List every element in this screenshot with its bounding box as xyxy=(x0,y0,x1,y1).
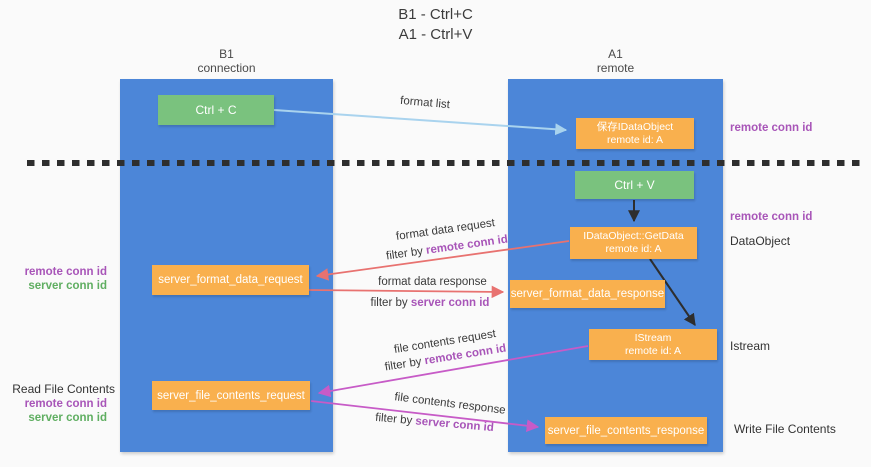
label-remote-conn-id-top-right: remote conn id xyxy=(730,122,813,134)
node-istream: IStream remote id: A xyxy=(589,329,717,360)
node-idataobject-getdata: IDataObject::GetData remote id: A xyxy=(570,227,697,259)
lane-a1-role: remote xyxy=(596,61,635,75)
filter-by-text: filter by xyxy=(374,411,416,428)
file-response-label: server_file_contents_response xyxy=(547,424,705,437)
node-save-idataobject: 保存IDataObject remote id: A xyxy=(576,118,694,149)
node-server-file-contents-request: server_file_contents_request xyxy=(152,381,310,410)
label-remote-conn-id-bottom-left: remote conn id xyxy=(24,398,107,410)
filter-by-text: filter by xyxy=(385,244,427,263)
arrow-format-data-response xyxy=(308,285,505,299)
diagram-title: B1 - Ctrl+C A1 - Ctrl+V xyxy=(0,5,871,45)
filter-by-text: filter by xyxy=(383,355,426,374)
format-response-label: server_format_data_response xyxy=(510,288,665,300)
save-idataobject-line2: remote id: A xyxy=(606,133,664,146)
node-server-format-data-request: server_format_data_request xyxy=(152,265,309,295)
flow-label-format-data-response: format data response xyxy=(378,276,487,288)
istream-line2: remote id: A xyxy=(624,344,682,357)
ctrl-v-label: Ctrl + V xyxy=(614,178,655,192)
label-server-conn-id-mid-left: server conn id xyxy=(28,280,107,292)
lane-b1-role: connection xyxy=(197,61,256,75)
lane-b1-name: B1 xyxy=(219,47,234,61)
server-conn-id-key: server conn id xyxy=(410,297,490,309)
getdata-line1: IDataObject::GetData xyxy=(583,230,684,242)
node-ctrl-v: Ctrl + V xyxy=(575,171,694,199)
label-istream: Istream xyxy=(730,339,771,353)
label-server-conn-id-bottom-left: server conn id xyxy=(28,412,107,424)
ctrl-c-label: Ctrl + C xyxy=(195,103,237,117)
file-request-label: server_file_contents_request xyxy=(157,389,305,402)
label-write-file-contents: Write File Contents xyxy=(734,422,836,436)
istream-line1: IStream xyxy=(634,331,672,344)
filter-by-text: filter by xyxy=(370,297,411,309)
format-request-label: server_format_data_request xyxy=(158,274,303,286)
flow-filter-format-data-response: filter by server conn id xyxy=(360,297,500,309)
lane-a1-name: A1 xyxy=(608,47,623,61)
label-dataobject: DataObject xyxy=(730,234,791,248)
node-server-format-data-response: server_format_data_response xyxy=(510,280,665,308)
node-server-file-contents-response: server_file_contents_response xyxy=(545,417,707,444)
flow-label-format-list: format list xyxy=(399,94,451,112)
title-line-1: B1 - Ctrl+C xyxy=(398,6,473,23)
getdata-line2: remote id: A xyxy=(605,243,662,255)
label-remote-conn-id-mid-left: remote conn id xyxy=(24,266,107,278)
title-line-2: A1 - Ctrl+V xyxy=(398,26,473,43)
label-read-file-contents: Read File Contents xyxy=(12,382,115,396)
lane-header-a1: A1 remote xyxy=(508,47,723,75)
label-remote-conn-id-mid-right: remote conn id xyxy=(730,211,813,223)
save-idataobject-line1: 保存IDataObject xyxy=(596,120,674,133)
lane-header-b1: B1 connection xyxy=(120,47,333,75)
node-ctrl-c: Ctrl + C xyxy=(158,95,274,125)
server-conn-id-key: server conn id xyxy=(414,415,495,435)
